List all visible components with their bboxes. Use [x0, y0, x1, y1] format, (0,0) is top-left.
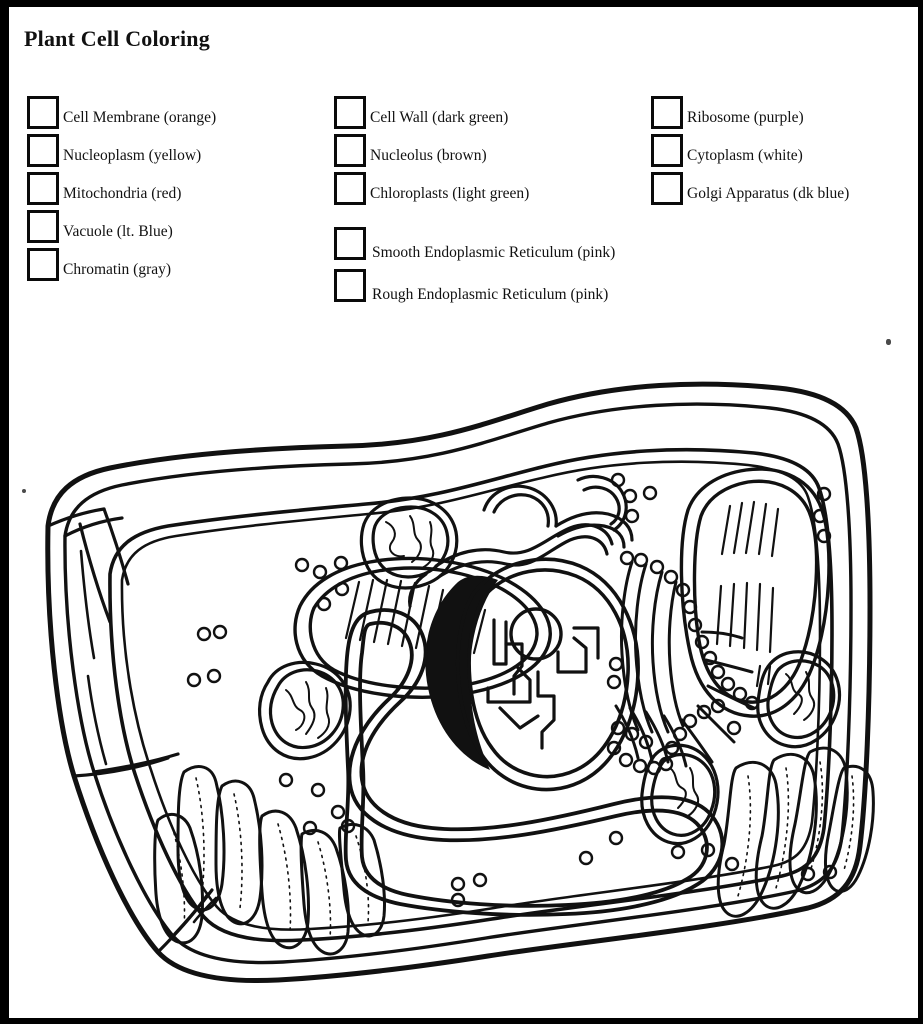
nucleolus — [509, 607, 563, 661]
cell-wall-hatch-marks — [79, 549, 218, 924]
legend-label-vacuole: Vacuole (lt. Blue) — [63, 223, 173, 240]
page-title: Plant Cell Coloring — [24, 26, 210, 51]
mitochondrion-lower-right — [640, 743, 720, 846]
checkbox-cell-membrane[interactable] — [27, 96, 59, 129]
scan-speck-left — [22, 489, 26, 493]
nuclear-envelope — [456, 557, 640, 792]
checkbox-vacuole[interactable] — [27, 210, 59, 243]
chloroplast-upper-left — [293, 556, 552, 699]
scan-speck-right — [886, 339, 891, 345]
mitochondrion-upper-left — [359, 496, 459, 590]
legend-label-cytoplasm: Cytoplasm (white) — [687, 147, 803, 164]
central-vacuole — [343, 608, 725, 917]
legend-label-chromatin: Chromatin (gray) — [63, 261, 172, 278]
checkbox-cell-wall[interactable] — [334, 96, 366, 129]
cell-wall-facet-edges — [46, 507, 214, 954]
mitochondrion-middle-left-cristae — [285, 681, 330, 739]
checkbox-cytoplasm[interactable] — [651, 134, 683, 167]
legend-label-chloroplasts: Chloroplasts (light green) — [370, 185, 530, 202]
legend-label-mitochondria: Mitochondria (red) — [63, 185, 182, 202]
checkbox-nucleoplasm[interactable] — [27, 134, 59, 167]
legend-label-nucleoplasm: Nucleoplasm (yellow) — [63, 147, 202, 164]
rough-er-ribosomes — [606, 550, 760, 776]
golgi-apparatus-lower-left — [153, 765, 386, 956]
nucleus-shadow-crescent — [425, 575, 498, 770]
checkbox-golgi-apparatus[interactable] — [651, 172, 683, 205]
checkbox-chromatin[interactable] — [27, 248, 59, 281]
legend-label-smooth-er: Smooth Endoplasmic Reticulum (pink) — [372, 244, 616, 261]
golgi-apparatus-lower-right-texture — [737, 761, 855, 897]
checkbox-chloroplasts[interactable] — [334, 172, 366, 205]
checkbox-ribosome[interactable] — [651, 96, 683, 129]
mitochondrion-upper-left-cristae — [385, 515, 435, 569]
chloroplast-upper-right — [679, 467, 831, 718]
checkbox-mitochondria[interactable] — [27, 172, 59, 205]
rough-endoplasmic-reticulum — [614, 560, 756, 768]
mitochondrion-right-mid-cristae — [785, 671, 816, 721]
free-ribosomes — [186, 472, 838, 908]
legend-label-ribosome: Ribosome (purple) — [687, 109, 804, 126]
golgi-apparatus-lower-left-texture — [171, 777, 370, 939]
legend-label-nucleolus: Nucleolus (brown) — [370, 147, 487, 164]
legend-label-cell-wall: Cell Wall (dark green) — [370, 109, 509, 126]
golgi-apparatus-lower-right — [716, 746, 875, 918]
checkbox-rough-er[interactable] — [334, 269, 366, 302]
checkbox-nucleolus[interactable] — [334, 134, 366, 167]
plant-cell-diagram — [18, 376, 908, 1006]
chloroplast-upper-right-thylakoids — [715, 500, 780, 688]
checkbox-smooth-er[interactable] — [334, 227, 366, 260]
legend-label-golgi-apparatus: Golgi Apparatus (dk blue) — [687, 185, 850, 202]
smooth-endoplasmic-reticulum — [408, 474, 634, 608]
legend-label-rough-er: Rough Endoplasmic Reticulum (pink) — [372, 286, 609, 303]
mitochondrion-lower-right-cristae — [669, 767, 700, 817]
chromatin-strands — [486, 618, 600, 750]
mitochondrion-middle-left — [257, 660, 352, 761]
legend-label-cell-membrane: Cell Membrane (orange) — [63, 109, 217, 126]
